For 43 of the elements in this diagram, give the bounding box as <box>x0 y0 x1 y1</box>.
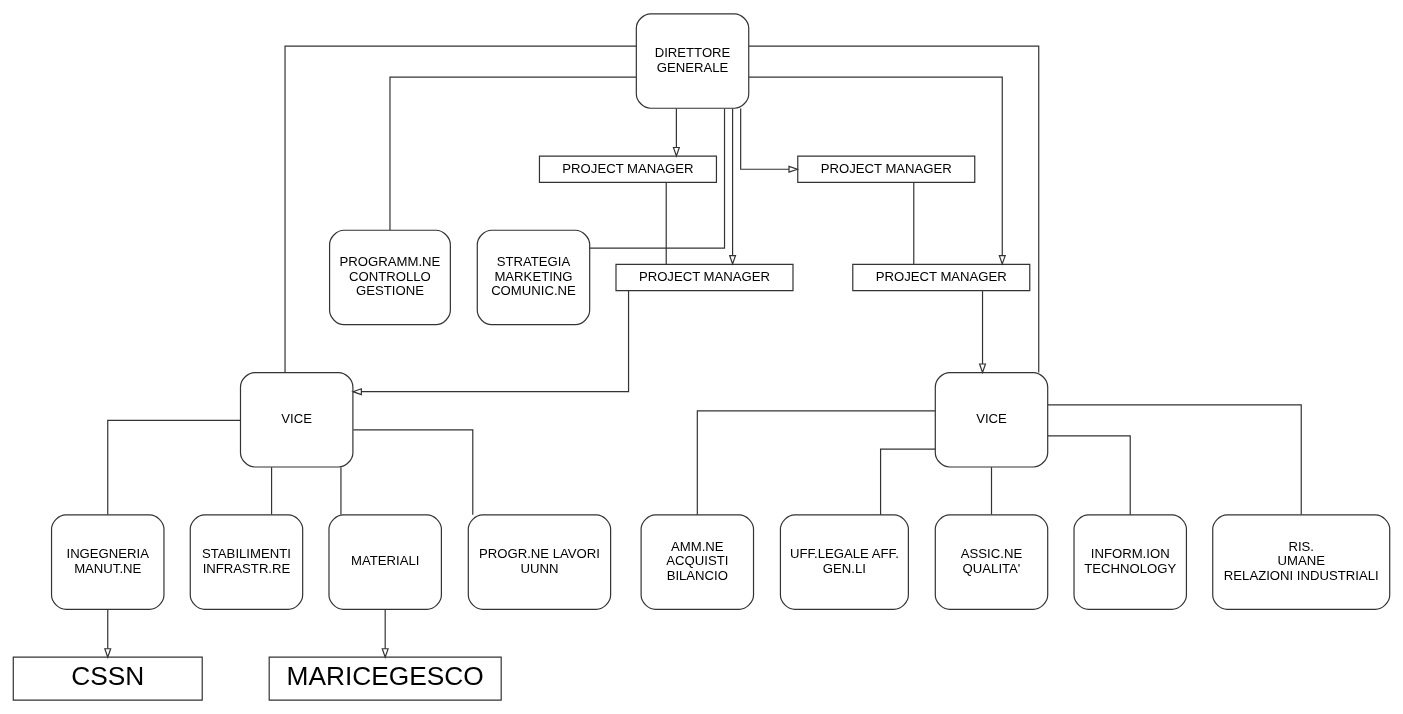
connector <box>107 419 241 516</box>
node-box: MARICEGESCO <box>268 656 502 701</box>
node-box: INFORM.ION TECHNOLOGY <box>1073 514 1188 610</box>
connector <box>340 466 342 516</box>
node-box: CSSN <box>12 656 203 701</box>
connector <box>389 76 637 231</box>
node-box: INGEGNERIA MANUT.NE <box>50 514 165 610</box>
node-box: PROGRAMM.NE CONTROLLO GESTIONE <box>328 229 451 326</box>
node-box: UFF.LEGALE AFF. GEN.LI <box>779 514 909 610</box>
node-box: MATERIALI <box>328 514 442 610</box>
arrow <box>740 107 800 174</box>
node-box: VICE <box>239 371 354 468</box>
node-box: DIRETTORE GENERALE <box>635 13 750 109</box>
node-box: RIS. UMANE RELAZIONI INDUSTRIALI <box>1212 514 1391 610</box>
connector <box>880 448 936 516</box>
connector <box>913 181 915 265</box>
node-box: AMM.NE ACQUISTI BILANCIO <box>640 514 755 610</box>
node-box: VICE <box>934 371 1049 468</box>
connector <box>589 108 726 249</box>
node-box: PROJECT MANAGER <box>615 263 794 292</box>
node-box: PROJECT MANAGER <box>797 155 976 183</box>
arrow <box>351 290 630 396</box>
arrow <box>672 107 681 158</box>
connector <box>1047 404 1302 516</box>
node-box: PROJECT MANAGER <box>538 155 718 183</box>
node-box: STABILIMENTI INFRASTR.RE <box>189 514 304 610</box>
arrow <box>103 608 112 659</box>
connector <box>270 466 273 516</box>
node-box: PROGR.NE LAVORI UUNN <box>467 514 612 610</box>
connector <box>284 45 637 374</box>
connector <box>990 466 993 516</box>
arrow <box>748 76 1007 266</box>
arrow <box>381 608 389 659</box>
node-box: ASSIC.NE QUALITA' <box>934 514 1049 610</box>
connector <box>352 429 474 516</box>
connector <box>1047 435 1131 516</box>
node-box: PROJECT MANAGER <box>852 263 1031 292</box>
connector <box>696 410 936 516</box>
node-box: STRATEGIA MARKETING COMUNIC.NE <box>476 229 591 326</box>
arrow <box>728 107 737 266</box>
connector <box>748 45 1040 374</box>
arrow <box>978 290 987 375</box>
connector <box>665 181 667 265</box>
